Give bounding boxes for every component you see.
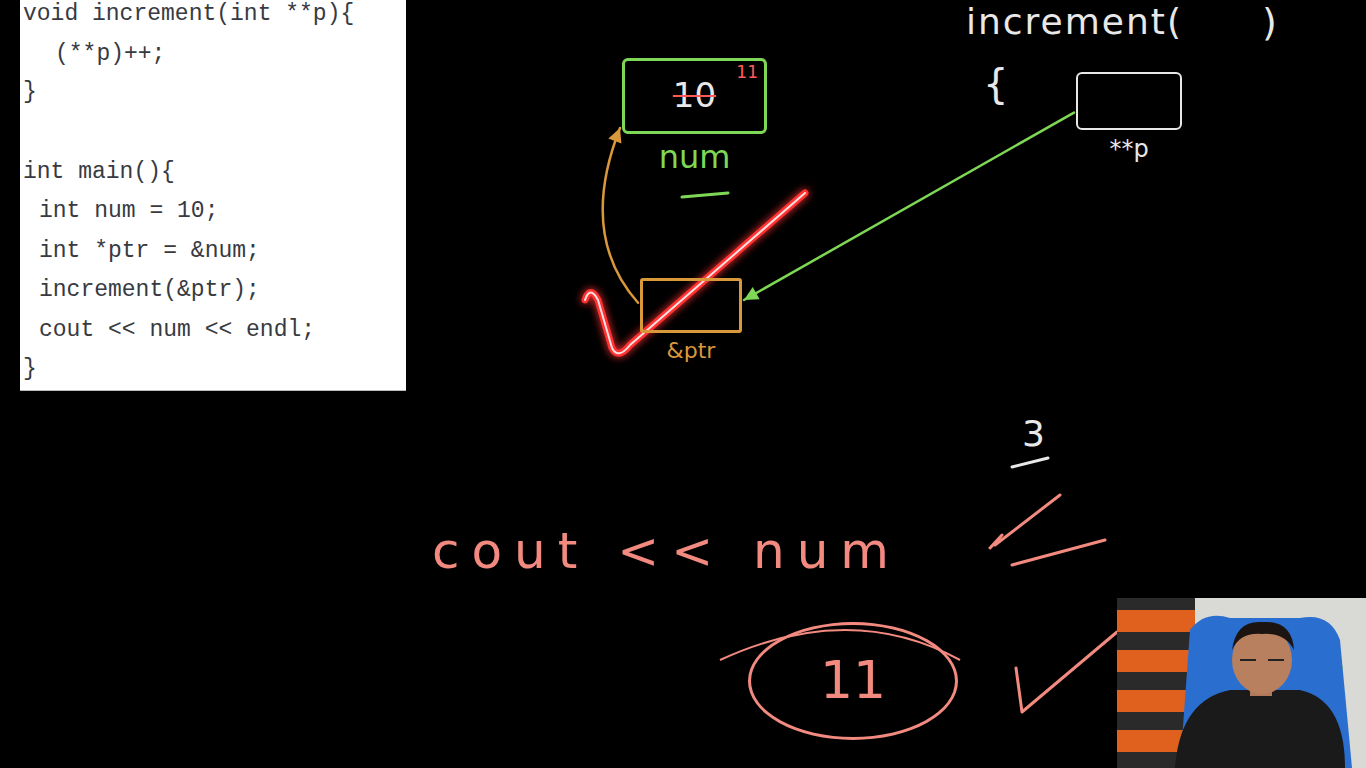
underline: [1012, 458, 1048, 467]
box-text: 10: [673, 77, 716, 114]
outline: 11: [748, 622, 958, 740]
handwritten-label: increment(: [966, 2, 1183, 42]
arrowhead: [744, 287, 760, 300]
arrowhead: [608, 128, 621, 144]
check-mark: [990, 495, 1105, 565]
result-circle: 11: [748, 622, 958, 740]
connector-line: [744, 113, 1074, 300]
parameter-box: **p: [1076, 72, 1182, 162]
memory-box: 10 11 num: [622, 58, 767, 175]
connector-line: [603, 128, 638, 303]
code-line: int *ptr = &num;: [39, 237, 260, 265]
outline: [1076, 72, 1182, 130]
code-line: void increment(int **p){: [23, 0, 354, 28]
handwritten-label: 3: [1022, 414, 1045, 454]
code-line: cout << num << endl;: [39, 316, 315, 344]
code-line: (**p)++;: [55, 40, 165, 68]
underline: [682, 193, 728, 197]
code-line: int num = 10;: [39, 197, 218, 225]
handwritten-label: {: [983, 62, 1008, 106]
outline: [640, 278, 742, 333]
handwritten-label: ): [1262, 2, 1277, 44]
box-text: 11: [820, 652, 886, 709]
box-text: 11: [736, 63, 758, 82]
code-panel: void increment(int **p){ (**p)++;} int mai…: [20, 0, 406, 391]
pointer-box: &ptr: [640, 278, 742, 363]
webcam: [1117, 598, 1366, 768]
box-heading: **p: [1109, 136, 1148, 162]
connector: [744, 113, 1074, 300]
outline: 10 11: [622, 58, 767, 134]
check-mark: [1016, 632, 1117, 712]
code-line: increment(&ptr);: [39, 276, 260, 304]
box-heading: num: [659, 140, 731, 175]
code-line: }: [23, 355, 37, 383]
box-heading: &ptr: [667, 339, 716, 363]
handwritten-label: cout << num: [432, 524, 901, 579]
code-line: }: [23, 78, 37, 106]
code-line: int main(){: [23, 158, 175, 186]
connector: [603, 128, 638, 303]
